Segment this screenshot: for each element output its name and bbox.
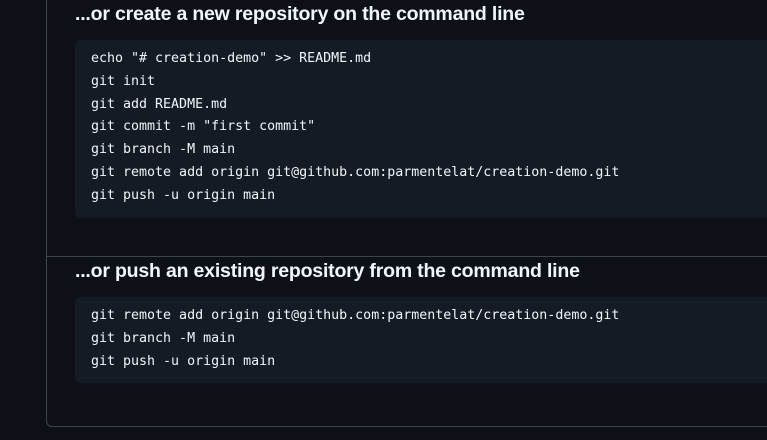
code-line: git branch -M main [91, 330, 236, 346]
push-existing-repository-section: ...or push an existing repository from t… [47, 257, 767, 384]
create-new-repository-code-block[interactable]: echo "# creation-demo" >> README.md git … [75, 40, 767, 218]
code-line: git remote add origin git@github.com:par… [91, 308, 620, 323]
code-line: git commit -m "first commit" [91, 119, 316, 135]
code-line: git branch -M main [91, 142, 236, 158]
code-line: git init [91, 73, 156, 89]
code-line: git remote add origin git@github.com:par… [91, 164, 620, 180]
quick-setup-panel: ...or create a new repository on the com… [46, 0, 767, 427]
code-line: git push -u origin main [91, 353, 276, 369]
section-divider [47, 256, 767, 257]
code-line: echo "# creation-demo" >> README.md [91, 51, 372, 66]
code-line: git add README.md [91, 96, 228, 112]
create-new-repository-section: ...or create a new repository on the com… [47, 0, 767, 218]
code-line: git push -u origin main [91, 187, 276, 203]
push-existing-repository-code-block[interactable]: git remote add origin git@github.com:par… [75, 297, 767, 384]
create-new-repository-heading: ...or create a new repository on the com… [75, 3, 525, 25]
push-existing-repository-heading: ...or push an existing repository from t… [75, 260, 580, 282]
